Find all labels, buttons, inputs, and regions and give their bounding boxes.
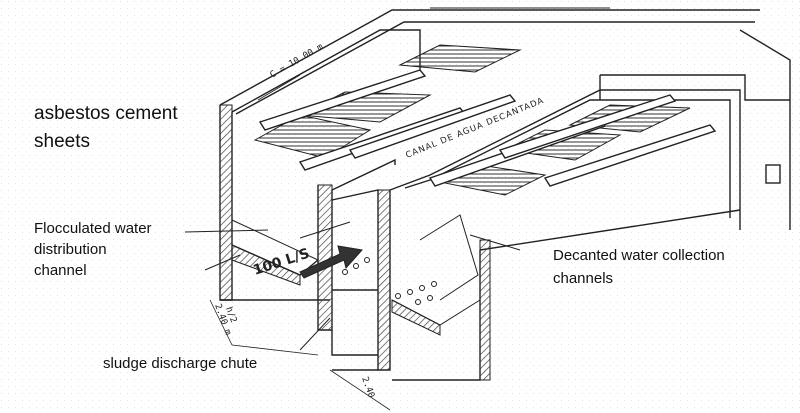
flow-arrow [299, 245, 363, 279]
trough-5 [498, 94, 677, 159]
decanted-label-line1: Decanted water collection [553, 247, 725, 264]
dimension-lines [209, 74, 391, 411]
outer-rim [219, 9, 760, 106]
sheet-pack-3 [398, 44, 522, 73]
collection-troughs [258, 69, 717, 187]
leader-lines [184, 221, 521, 351]
sheet-pack-5 [503, 129, 622, 161]
right-back-wall [739, 29, 791, 230]
inlet-orifices [342, 257, 437, 305]
sludge-chute-label: sludge discharge chute [103, 354, 303, 374]
trough-3 [348, 94, 517, 159]
asbestos-sheets-label-line2: sheets [34, 131, 90, 152]
asbestos-sheets-label: asbestos cement sheets [34, 100, 224, 156]
asbestos-sheets-label-line1: asbestos cement [34, 103, 178, 124]
flocculated-water-label: Flocculated water distribution channel [34, 218, 184, 281]
decanted-label-line2: channels [553, 270, 614, 287]
left-tank-top [231, 29, 421, 113]
trough-6 [543, 124, 717, 187]
hatched-walls [219, 104, 491, 381]
right-tank-front [479, 209, 741, 251]
flocculated-label-line3: channel [34, 262, 87, 279]
sludge-label-text: sludge discharge chute [103, 355, 258, 372]
trough-1 [258, 69, 427, 131]
decanted-water-label: Decanted water collection channels [553, 244, 763, 290]
outer-rim-inner [235, 21, 755, 115]
flocculated-label-line2: distribution [34, 241, 107, 258]
flocculated-label-line1: Flocculated water [34, 220, 152, 237]
